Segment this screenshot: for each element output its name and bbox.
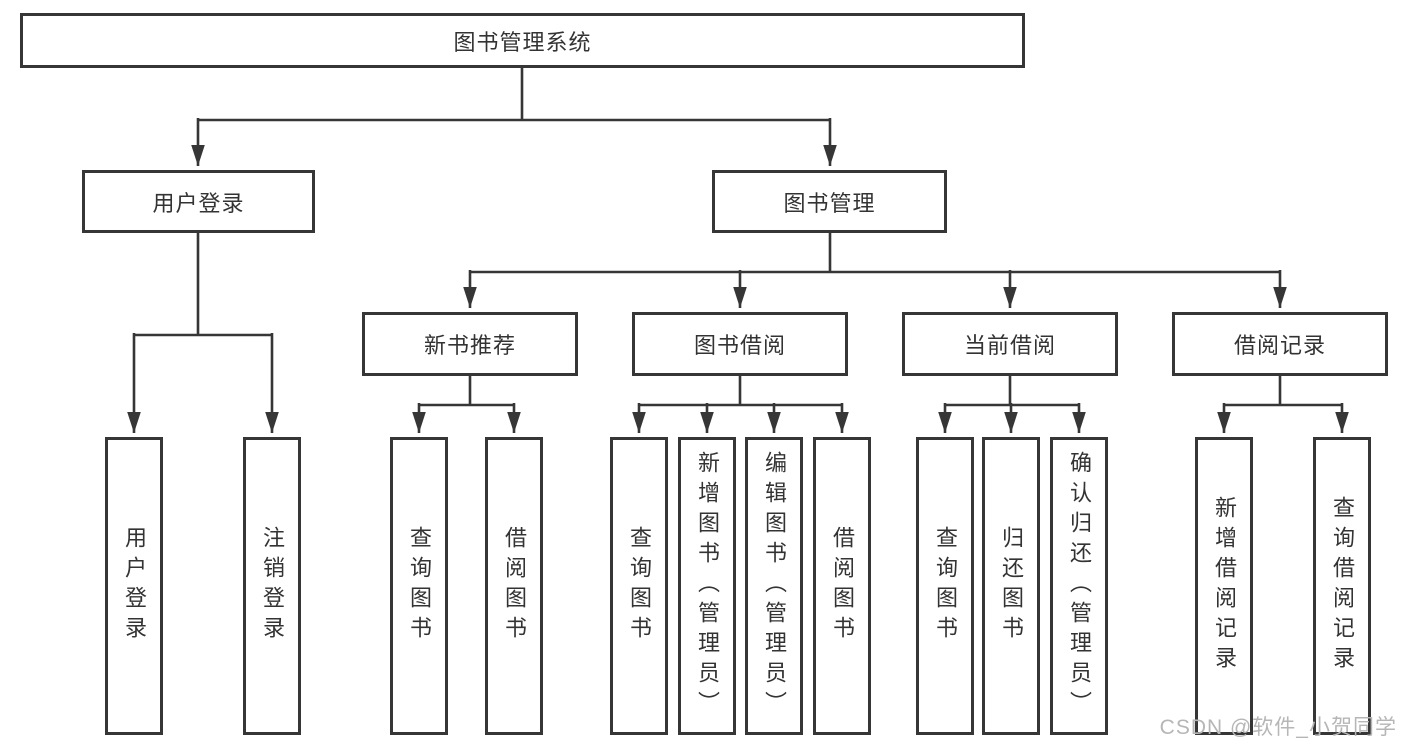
node-label: 确认归还（管理员） [1067, 451, 1092, 721]
leaf-borrowing-borrow-books: 借阅图书 [813, 437, 871, 735]
leaf-user-login: 用户登录 [105, 437, 163, 735]
node-book-management: 图书管理 [712, 170, 947, 233]
node-label: 查询图书 [933, 526, 958, 646]
node-new-book-recommend: 新书推荐 [362, 312, 578, 376]
node-label: 当前借阅 [963, 333, 1056, 358]
node-user-login: 用户登录 [82, 170, 315, 233]
node-library-management-system: 图书管理系统 [20, 13, 1025, 68]
leaf-borrowing-query-books: 查询图书 [610, 437, 668, 735]
node-label: 新增借阅记录 [1212, 496, 1237, 676]
node-label: 查询借阅记录 [1330, 496, 1355, 676]
leaf-logout: 注销登录 [243, 437, 301, 735]
node-label: 编辑图书（管理员） [762, 451, 787, 721]
leaf-confirm-return-admin: 确认归还（管理员） [1050, 437, 1108, 735]
node-label: 借阅图书 [502, 526, 527, 646]
node-label: 新增图书（管理员） [695, 451, 720, 721]
leaf-add-borrow-record: 新增借阅记录 [1195, 437, 1253, 735]
connector-newbookrec-to-leaves [412, 376, 521, 433]
node-label: 查询图书 [407, 526, 432, 646]
connector-currentborrow-to-leaves [938, 376, 1086, 433]
node-label: 查询图书 [627, 526, 652, 646]
connector-borrowrecord-to-leaves [1217, 376, 1349, 433]
leaf-recommend-query-books: 查询图书 [390, 437, 448, 735]
csdn-watermark: CSDN @软件_小贺同学 [1159, 716, 1397, 739]
node-label: 归还图书 [999, 526, 1024, 646]
leaf-recommend-borrow-books: 借阅图书 [485, 437, 543, 735]
node-book-borrowing: 图书借阅 [632, 312, 848, 376]
connector-userlogin-to-leaves [127, 233, 279, 433]
node-borrowing-records: 借阅记录 [1172, 312, 1388, 376]
connector-bookmgmt-to-level3 [463, 233, 1287, 308]
connector-bookborrow-to-leaves [632, 376, 849, 433]
leaf-return-books: 归还图书 [982, 437, 1040, 735]
node-label: 注销登录 [260, 526, 285, 646]
node-label: 借阅图书 [830, 526, 855, 646]
leaf-query-borrow-record: 查询借阅记录 [1313, 437, 1371, 735]
node-label: 借阅记录 [1233, 333, 1326, 358]
node-current-borrowing: 当前借阅 [902, 312, 1118, 376]
connector-root-to-level2 [191, 66, 837, 166]
node-label: 用户登录 [152, 190, 245, 216]
node-label: 新书推荐 [423, 333, 516, 358]
node-label: 用户登录 [122, 526, 147, 646]
leaf-current-query-books: 查询图书 [916, 437, 974, 735]
leaf-add-books-admin: 新增图书（管理员） [678, 437, 736, 735]
node-label: 图书借阅 [693, 333, 786, 358]
leaf-edit-books-admin: 编辑图书（管理员） [745, 437, 803, 735]
node-label: 图书管理 [783, 190, 876, 216]
node-label: 图书管理系统 [453, 29, 592, 55]
